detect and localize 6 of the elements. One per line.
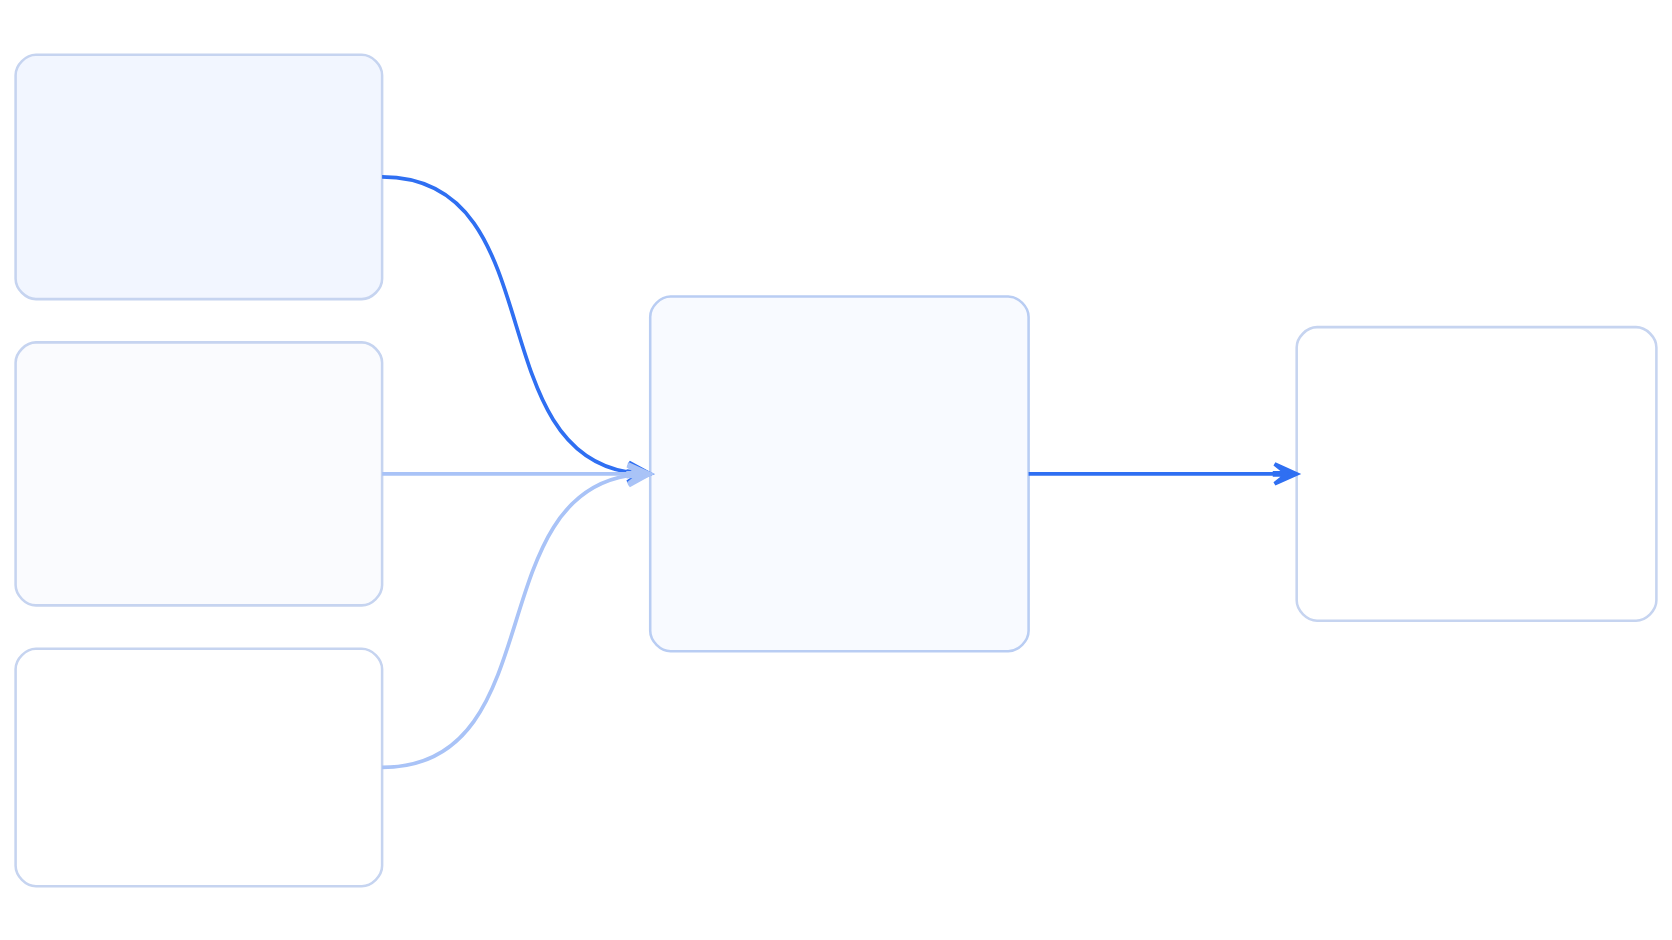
arrow (1028, 461, 1299, 486)
node-box (1295, 325, 1658, 622)
node-box (648, 294, 1030, 652)
node-box (14, 53, 384, 300)
node-box (14, 646, 384, 887)
node-box (14, 340, 384, 607)
